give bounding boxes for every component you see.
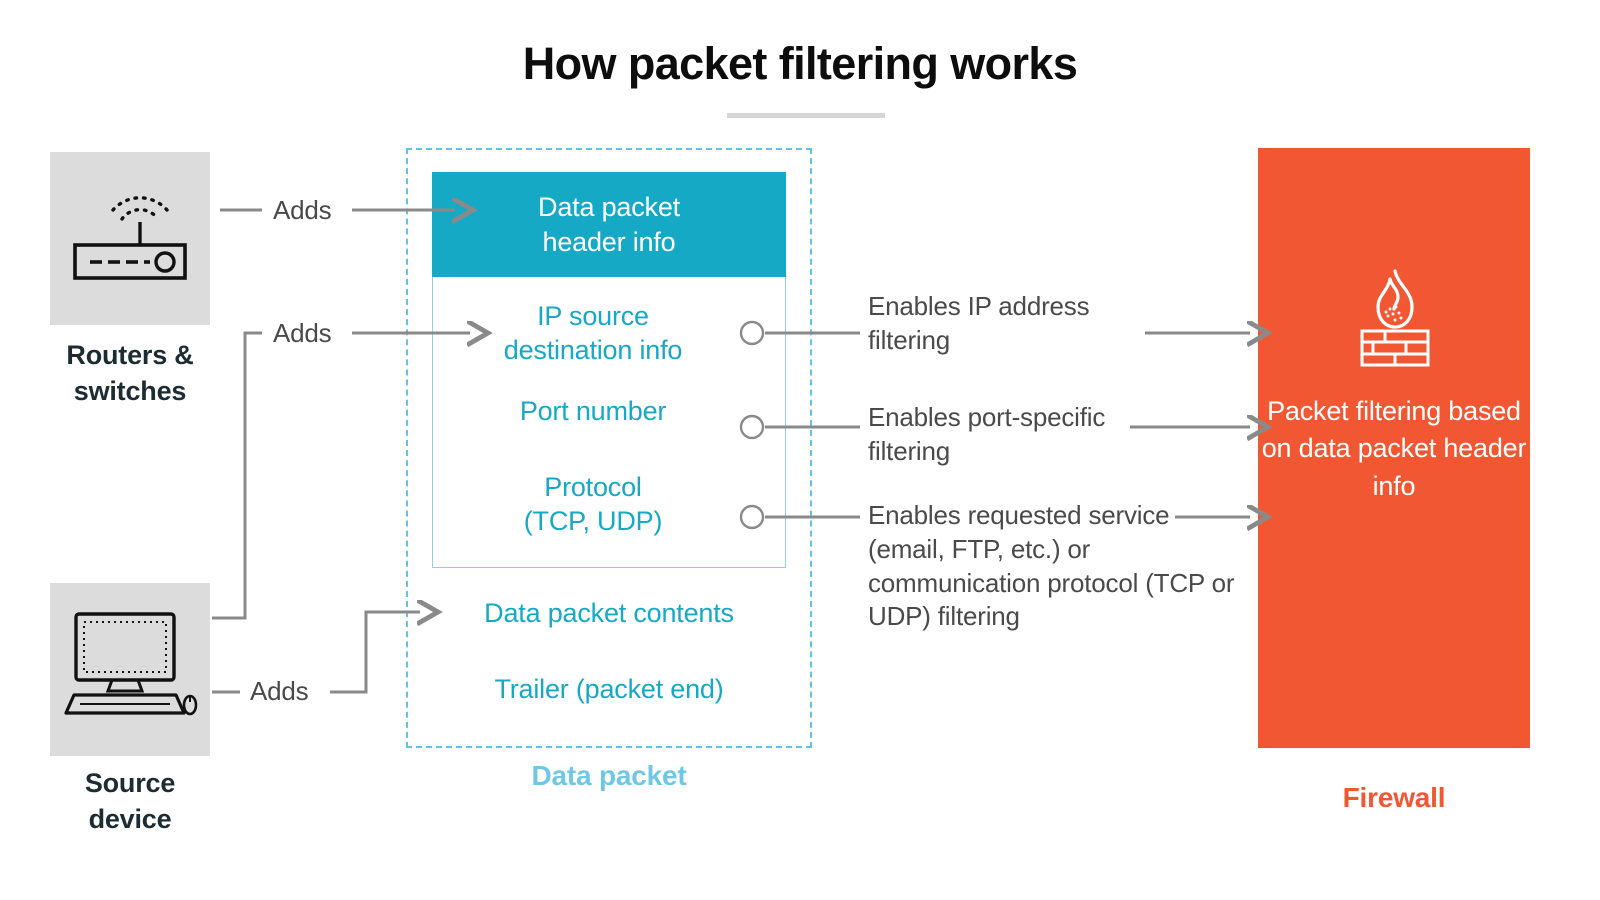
router-caption-line2: switches (73, 375, 187, 406)
firewall-panel (1258, 148, 1530, 748)
packet-field-ip-line1: IP source (537, 301, 649, 331)
packet-field-port: Port number (443, 394, 743, 428)
packet-row-contents: Data packet contents (484, 598, 734, 628)
router-caption-line1: Routers & (66, 340, 194, 370)
packet-header-band: Data packet header info (432, 172, 786, 277)
explanation-ip-filtering: Enables IP address filtering (868, 291, 1090, 355)
source-device-caption-line1: Source (84, 768, 176, 798)
firewall-caption: Firewall (1342, 782, 1446, 813)
router-caption: Routers & switches (20, 338, 240, 410)
data-packet-boundary (406, 148, 812, 748)
explanation-port-filtering: Enables port-specific filtering (868, 402, 1106, 466)
packet-row-trailer: Trailer (packet end) (494, 674, 724, 704)
adds-label-source-upper: Adds (273, 318, 332, 348)
source-device-tile (50, 583, 210, 756)
packet-field-ip-line2: destination info (503, 335, 683, 366)
packet-field-protocol-line1: Protocol (544, 472, 642, 502)
title-underline-rule (727, 113, 885, 118)
packet-header-line2: header info (542, 226, 676, 257)
firewall-flame-brick-icon (1360, 269, 1430, 367)
explanation-protocol-filtering: Enables requested service (email, FTP, e… (868, 500, 1235, 632)
adds-label-source-lower: Adds (250, 676, 309, 706)
router-icon (73, 196, 187, 280)
packet-field-port-line1: Port number (519, 396, 667, 426)
packet-header-line1: Data packet (538, 192, 680, 223)
packet-field-protocol: Protocol (TCP, UDP) (443, 470, 743, 538)
packet-field-ip: IP source destination info (443, 299, 743, 367)
data-packet-caption: Data packet (531, 760, 687, 791)
packet-header-fields-box: IP source destination info Port number P… (432, 277, 786, 568)
packet-field-protocol-line2: (TCP, UDP) (523, 506, 663, 537)
source-device-caption-line2: device (88, 803, 172, 834)
adds-label-router: Adds (273, 195, 332, 225)
router-tile (50, 152, 210, 325)
firewall-description: Packet filtering based on data packet he… (1261, 396, 1527, 501)
page-title: How packet filtering works (522, 38, 1078, 89)
desktop-computer-icon (64, 612, 198, 716)
source-device-caption: Source device (20, 766, 240, 838)
